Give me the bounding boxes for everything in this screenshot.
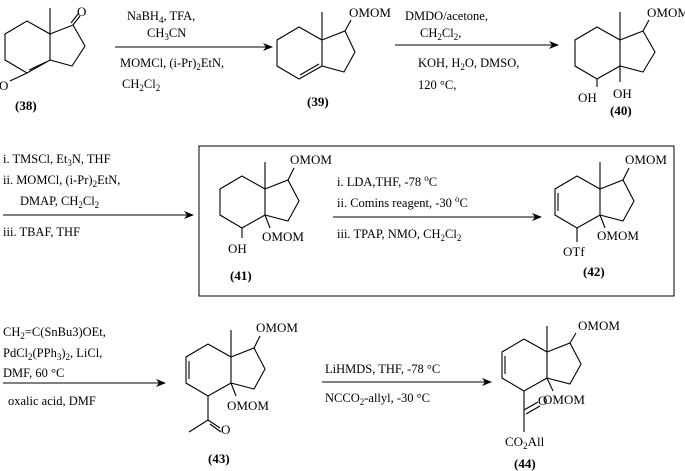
svg-text:NaBH4, TFA,: NaBH4, TFA, <box>127 9 195 25</box>
compound-label-41: (41) <box>230 268 252 283</box>
step-2-conditions: DMDO/acetone, CH2Cl2, KOH, H2O, DMSO, 12… <box>405 9 519 92</box>
svg-text:PdCl2(PPh3)2, LiCl,: PdCl2(PPh3)2, LiCl, <box>3 346 102 362</box>
atom-label-o: O <box>538 393 547 408</box>
omom-label: OMOM <box>543 392 585 407</box>
svg-text:CH2Cl2,: CH2Cl2, <box>420 26 461 42</box>
compound-40-structure: OMOM OH OH <box>574 5 685 105</box>
compound-label-44: (44) <box>514 456 536 471</box>
compound-42-structure: OMOM OMOM OTf <box>554 152 667 259</box>
compound-38-structure: O O <box>0 4 86 93</box>
svg-text:MOMCl, (i-Pr)2EtN,: MOMCl, (i-Pr)2EtN, <box>120 56 224 72</box>
svg-text:oxalic acid, DMF: oxalic acid, DMF <box>8 394 96 408</box>
svg-text:CH2=C(SnBu3)OEt,: CH2=C(SnBu3)OEt, <box>3 325 106 341</box>
oh-label: OH <box>228 241 247 256</box>
svg-text:i. TMSCl, Et3N, THF: i. TMSCl, Et3N, THF <box>3 152 111 168</box>
compound-43-structure: OMOM OMOM O <box>185 320 298 437</box>
otf-label: OTf <box>563 244 585 259</box>
omom-label: OMOM <box>262 229 304 244</box>
omom-label: OMOM <box>290 152 332 167</box>
oh-label: OH <box>578 90 597 105</box>
svg-text:iii. TPAP, NMO, CH2Cl2: iii. TPAP, NMO, CH2Cl2 <box>337 227 461 243</box>
atom-label-o: O <box>77 4 86 19</box>
step-5-conditions: CH2=C(SnBu3)OEt, PdCl2(PPh3)2, LiCl, DMF… <box>3 325 106 408</box>
svg-text:DMDO/acetone,: DMDO/acetone, <box>405 9 488 23</box>
omom-label: OMOM <box>597 228 639 243</box>
omom-label: OMOM <box>647 5 685 20</box>
svg-text:LiHMDS, THF, -78 °C: LiHMDS, THF, -78 °C <box>325 362 440 376</box>
step-1-conditions: NaBH4, TFA, CH3CN MOMCl, (i-Pr)2EtN, CH2… <box>120 9 224 93</box>
step-6-conditions: LiHMDS, THF, -78 °C NCCO2-allyl, -30 °C <box>325 362 440 407</box>
atom-label-o: O <box>221 422 230 437</box>
svg-text:120 °C,: 120 °C, <box>418 78 456 92</box>
compound-label-39: (39) <box>307 94 329 109</box>
svg-text:iii. TBAF, THF: iii. TBAF, THF <box>3 225 80 239</box>
compound-44-structure: OMOM OMOM O CO2All <box>501 318 620 451</box>
svg-text:ii. Comins reagent, -30 oC: ii. Comins reagent, -30 oC <box>337 194 468 210</box>
co2all-label: CO2All <box>505 434 545 451</box>
svg-text:ii. MOMCl, (i-Pr)2EtN,: ii. MOMCl, (i-Pr)2EtN, <box>3 173 120 189</box>
omom-label: OMOM <box>349 5 391 20</box>
svg-text:DMAP, CH2Cl2: DMAP, CH2Cl2 <box>20 194 99 210</box>
compound-41-structure: OMOM OMOM OH <box>219 152 332 256</box>
compound-label-40: (40) <box>610 103 632 118</box>
omom-label: OMOM <box>227 398 269 413</box>
atom-label-o: O <box>0 78 8 93</box>
svg-text:KOH, H2O, DMSO,: KOH, H2O, DMSO, <box>418 56 519 72</box>
svg-text:DMF, 60 °C: DMF, 60 °C <box>3 366 64 380</box>
compound-label-38: (38) <box>15 98 37 113</box>
step-4-conditions: i. LDA,THF, -78 oC ii. Comins reagent, -… <box>337 173 468 243</box>
highlight-box <box>198 145 675 297</box>
step-3-conditions: i. TMSCl, Et3N, THF ii. MOMCl, (i-Pr)2Et… <box>3 152 120 239</box>
compound-39-structure: OMOM <box>276 5 391 80</box>
svg-text:CH3CN: CH3CN <box>147 26 186 42</box>
oh-label: OH <box>613 86 632 101</box>
compound-label-43: (43) <box>208 451 230 466</box>
omom-label: OMOM <box>578 318 620 333</box>
svg-text:NCCO2-allyl, -30 °C: NCCO2-allyl, -30 °C <box>325 391 430 407</box>
svg-text:i. LDA,THF, -78 oC: i. LDA,THF, -78 oC <box>337 173 437 189</box>
omom-label: OMOM <box>625 152 667 167</box>
svg-text:CH2Cl2: CH2Cl2 <box>122 77 160 93</box>
omom-label: OMOM <box>256 320 298 335</box>
compound-label-42: (42) <box>583 264 605 279</box>
